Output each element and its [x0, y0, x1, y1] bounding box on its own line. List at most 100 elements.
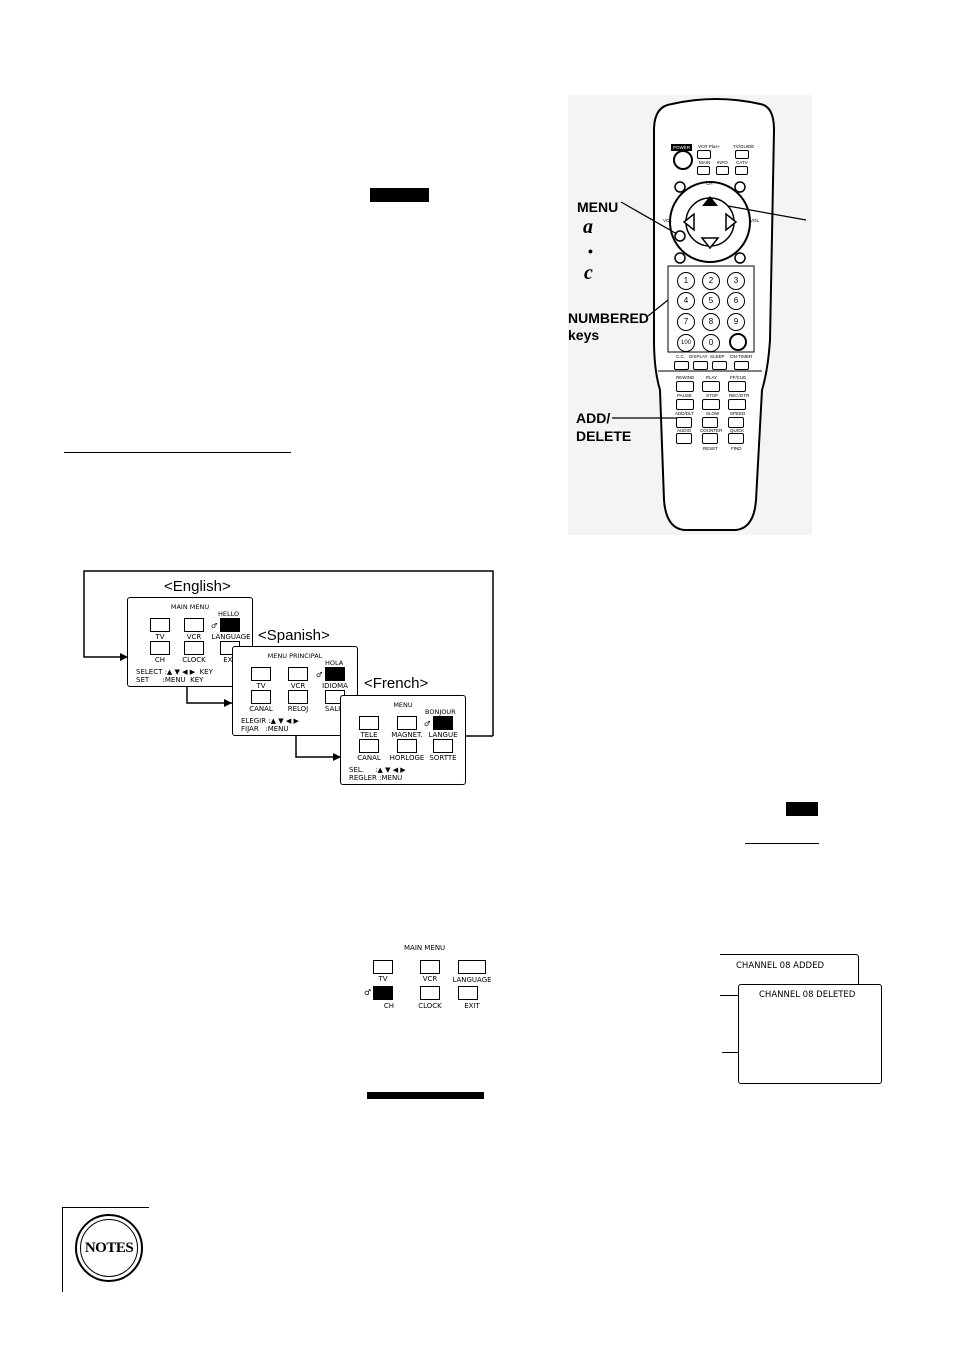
- language-icon: [433, 716, 453, 730]
- on-timer-label: ON-TIMER: [730, 354, 753, 359]
- tv-icon: [373, 960, 393, 974]
- vol-right-label: VOL: [750, 218, 760, 223]
- language-menu-diagram: <English> MAIN MENU HELLO ♂ TV VCR LANGU…: [83, 570, 494, 785]
- clock-icon: [397, 739, 417, 753]
- counter-button[interactable]: [702, 433, 718, 444]
- ffwd-button[interactable]: [728, 381, 746, 392]
- quick-find-button[interactable]: [728, 433, 744, 444]
- delete-label: DELETE: [576, 428, 632, 444]
- french-menu-footer: SEL. :▲ ▼ ◀ ▶ REGLER :MENU: [349, 766, 406, 782]
- catv-button[interactable]: [735, 166, 748, 175]
- english-menu-title: MAIN MENU: [170, 603, 210, 611]
- french-item-canal: CANAL: [357, 754, 381, 762]
- french-menu-screen: MENU BONJOUR ♂ TELE MAGNET. LANGUE CANAL…: [340, 695, 466, 785]
- language-icon: [325, 667, 345, 681]
- spanish-item-salir: SALIR: [324, 705, 346, 713]
- french-caption: <French>: [364, 675, 429, 692]
- spanish-caption: <Spanish>: [258, 627, 330, 644]
- main-menu-title: MAIN MENU: [404, 944, 446, 952]
- tv-icon: [359, 716, 379, 730]
- notes-badge: NOTES: [75, 1214, 143, 1282]
- english-item-vcr: VCR: [186, 633, 202, 641]
- french-item-magnet: MAGNET.: [391, 731, 423, 739]
- audio-button[interactable]: [676, 433, 692, 444]
- num-key-3[interactable]: 3: [727, 272, 745, 290]
- main-item-tv: TV: [378, 975, 388, 983]
- french-item-horloge: HORLOGE: [389, 754, 425, 762]
- vcr-plus-label: VCR Plus+: [698, 144, 721, 149]
- keys-label: keys: [568, 327, 600, 343]
- info-button[interactable]: [716, 166, 729, 175]
- catv-label: CATV: [736, 160, 748, 165]
- channel-added-text: CHANNEL 08 ADDED: [736, 961, 825, 971]
- vcr-icon: [397, 716, 417, 730]
- slow-label: SLOW: [706, 411, 720, 416]
- spanish-menu-title: MENU PRINCIPAL: [267, 652, 323, 660]
- vcr-plus-button[interactable]: [697, 150, 711, 159]
- label-dot: •: [588, 243, 593, 259]
- main-item-clock: CLOCK: [418, 1002, 442, 1010]
- menu-label: MENU: [577, 199, 619, 215]
- spanish-item-vcr: VCR: [290, 682, 306, 690]
- channel-down-button[interactable]: [700, 236, 720, 250]
- cc-button[interactable]: [674, 361, 689, 370]
- num-key-0[interactable]: 0: [702, 334, 720, 352]
- selection-cursor-icon: ♂: [424, 720, 431, 728]
- notes-box: NOTES: [62, 1207, 149, 1292]
- diagram-flow-lines: [83, 570, 494, 761]
- sleep-button[interactable]: [712, 361, 727, 370]
- tv-guide-button[interactable]: [735, 150, 749, 159]
- language-icon: [458, 960, 486, 974]
- channel-deleted-screen: CHANNEL 08 DELETED: [738, 984, 882, 1084]
- clock-icon: [420, 986, 440, 1000]
- play-button[interactable]: [702, 381, 720, 392]
- exit-icon: [433, 739, 453, 753]
- volume-up-button[interactable]: [724, 212, 738, 232]
- spanish-item-canal: CANAL: [249, 705, 273, 713]
- redacted-heading-bar-right: [786, 802, 818, 816]
- num-key-5[interactable]: 5: [702, 292, 720, 310]
- stop-label: STOP: [706, 393, 719, 398]
- clock-icon: [184, 641, 204, 655]
- main-item-exit: EXIT: [464, 1002, 480, 1010]
- main-button[interactable]: [697, 166, 710, 175]
- french-greeting: BONJOUR: [425, 708, 456, 716]
- remote-menu-button[interactable]: [674, 230, 686, 242]
- vcr-icon: [288, 667, 308, 681]
- enter-button[interactable]: [730, 334, 746, 350]
- volume-down-button[interactable]: [682, 212, 696, 232]
- redacted-heading-bar: [370, 188, 429, 202]
- antenna-icon: [359, 739, 379, 753]
- main-item-language: LANGUAGE: [452, 976, 492, 984]
- channel-deleted-text: CHANNEL 08 DELETED: [759, 990, 856, 1000]
- num-key-9[interactable]: 9: [727, 313, 745, 331]
- display-button[interactable]: [693, 361, 708, 370]
- rec-button[interactable]: [728, 399, 746, 410]
- quick-label: QUICK: [730, 428, 745, 433]
- selection-cursor-icon: ♂: [211, 622, 218, 630]
- num-key-1[interactable]: 1: [677, 272, 695, 290]
- num-key-4[interactable]: 4: [677, 292, 695, 310]
- num-key-100[interactable]: 100: [677, 334, 695, 352]
- info-label: INFO: [717, 160, 728, 165]
- stop-button[interactable]: [702, 399, 720, 410]
- rec-label: REC/OTR: [729, 393, 750, 398]
- num-key-6[interactable]: 6: [727, 292, 745, 310]
- speed-button[interactable]: [728, 417, 744, 428]
- num-key-7[interactable]: 7: [677, 313, 695, 331]
- english-item-language: LANGUAGE: [211, 633, 251, 641]
- rewind-button[interactable]: [676, 381, 694, 392]
- num-key-2[interactable]: 2: [702, 272, 720, 290]
- antenna-icon: [373, 986, 393, 1000]
- num-key-8[interactable]: 8: [702, 313, 720, 331]
- on-timer-button[interactable]: [734, 361, 749, 370]
- numbered-label: NUMBERED: [568, 310, 649, 326]
- slow-button[interactable]: [702, 417, 718, 428]
- tv-icon: [251, 667, 271, 681]
- clock-icon: [288, 690, 308, 704]
- add-dlt-label: ADD/DLT: [675, 411, 694, 416]
- pause-button[interactable]: [676, 399, 694, 410]
- power-button[interactable]: [674, 151, 692, 169]
- channel-up-button[interactable]: [700, 194, 720, 208]
- add-delete-button[interactable]: [676, 417, 692, 428]
